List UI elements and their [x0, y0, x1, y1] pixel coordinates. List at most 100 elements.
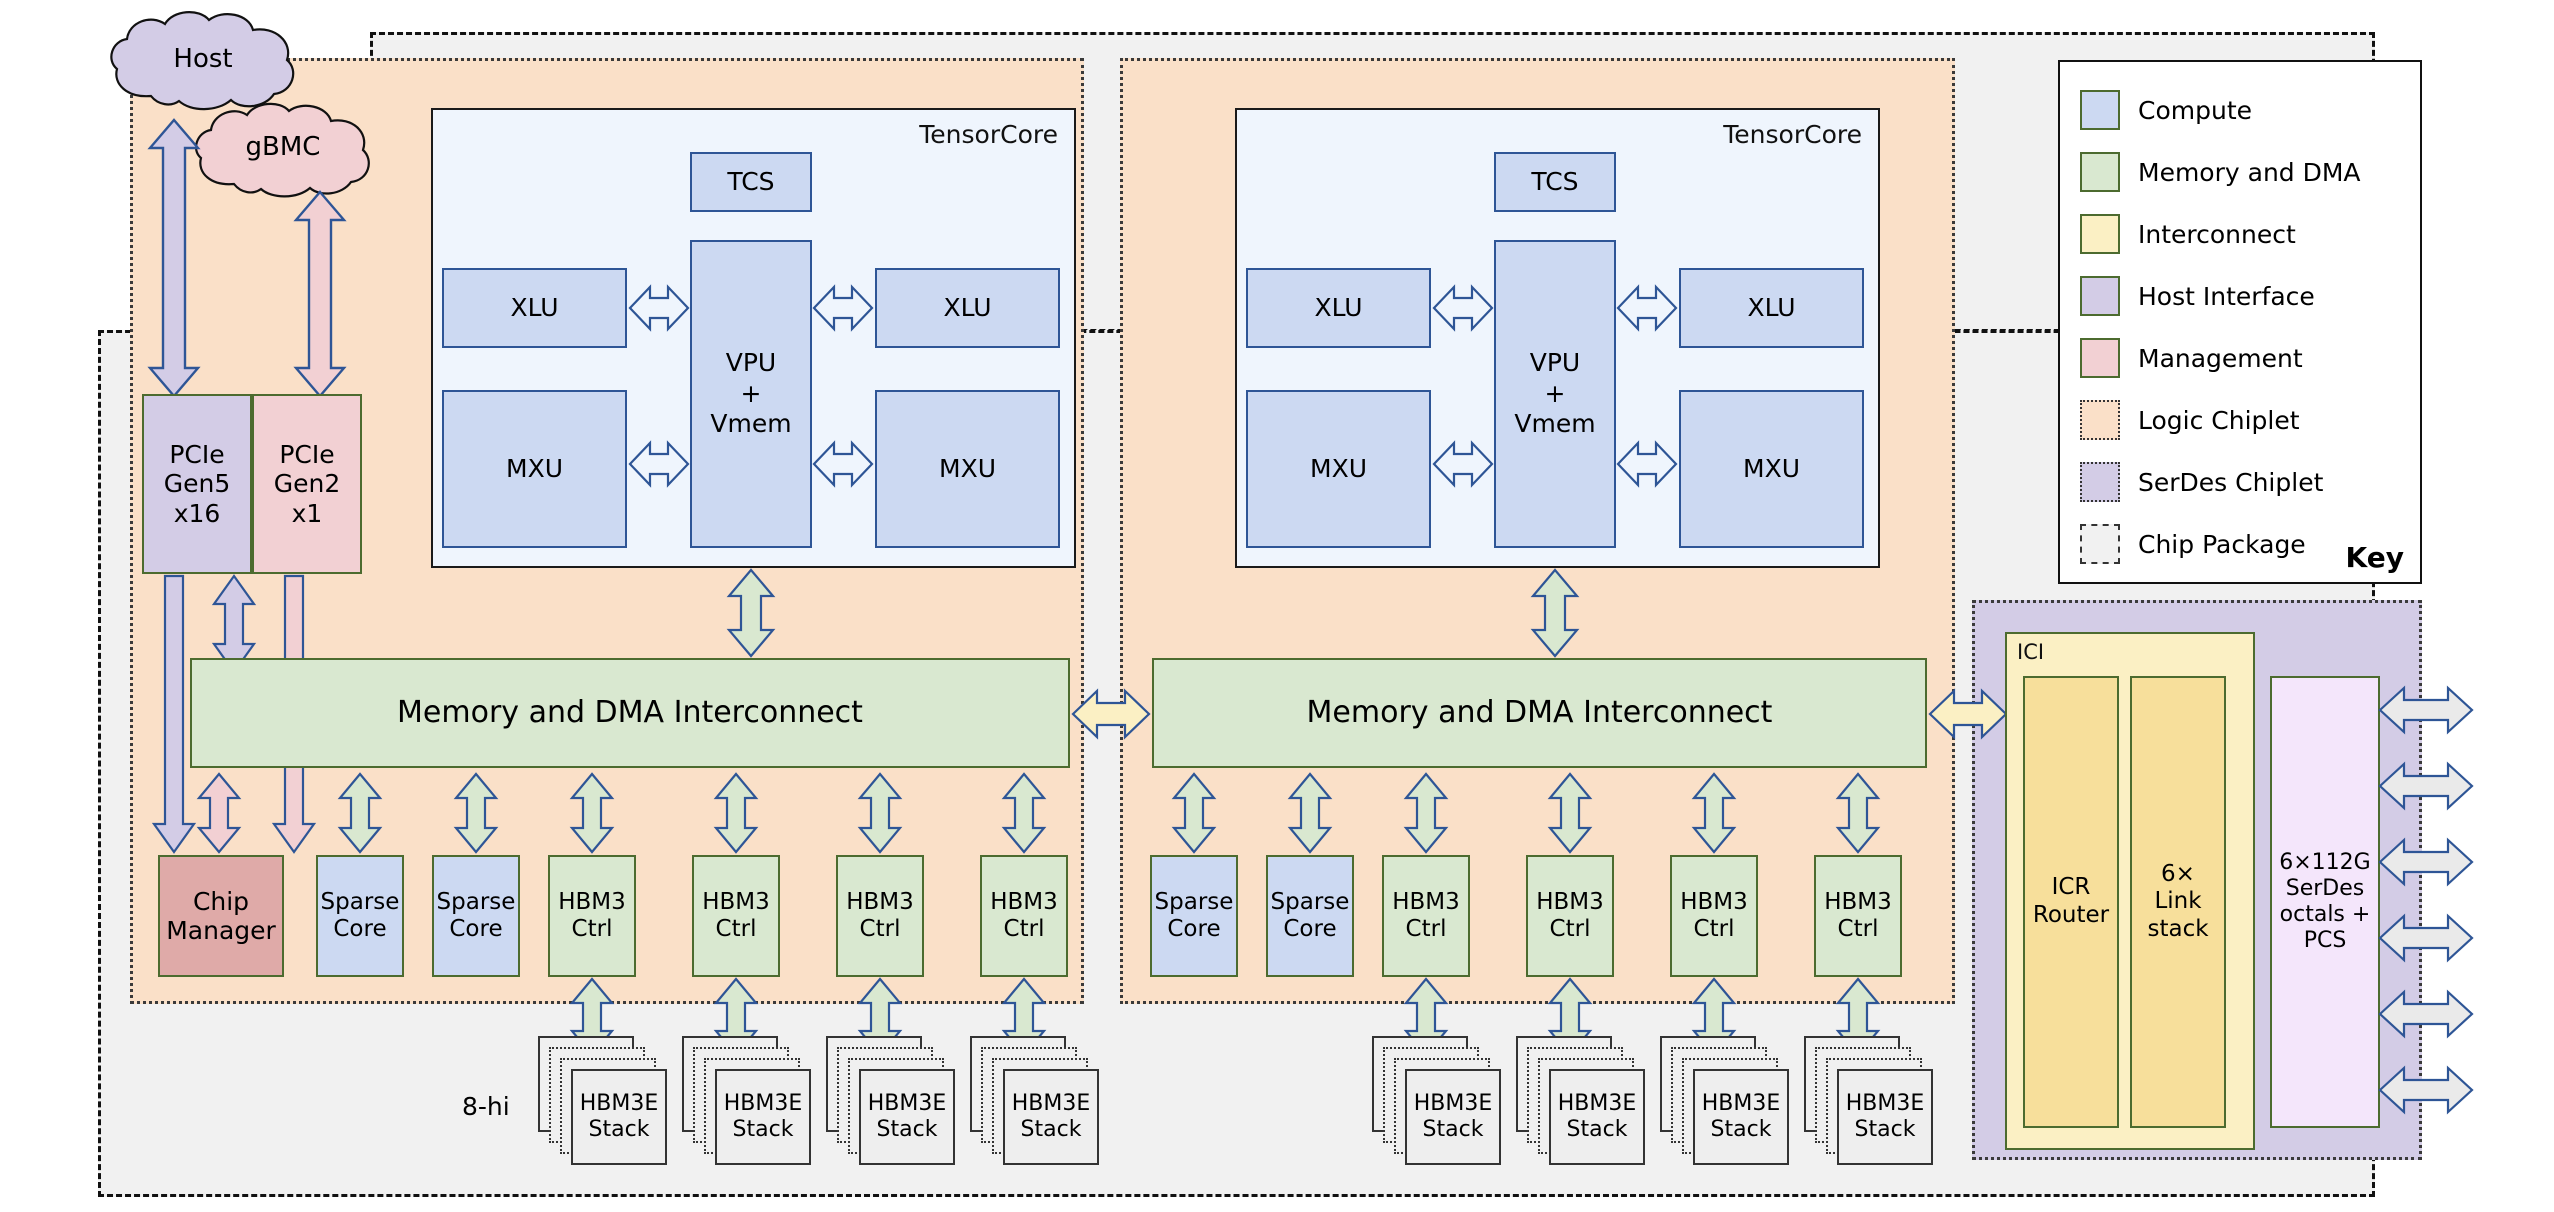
legend-item-host-interface: Host Interface — [2080, 276, 2315, 316]
gbmc-cloud: gBMC — [188, 100, 378, 200]
legend-item-chip-package: Chip Package — [2080, 524, 2306, 564]
right-xlu-left-label: XLU — [1314, 292, 1363, 322]
serdes-octals-pcs-block: 6×112G SerDes octals + PCS — [2270, 676, 2380, 1128]
right-xlu-left-block: XLU — [1246, 268, 1431, 348]
right-hbm3-ctrl-3: HBM3 Ctrl — [1670, 855, 1758, 977]
icr-router-line1: ICR — [2051, 874, 2091, 901]
right-mxu-left-label: MXU — [1310, 453, 1367, 483]
right-hbm3-ctrl-2-line1: HBM3 — [1536, 888, 1604, 915]
left-memory-dma-interconnect: Memory and DMA Interconnect — [190, 658, 1070, 768]
right-sparse-core-1-line2: Core — [1167, 916, 1221, 942]
left-xlu-left-label: XLU — [510, 292, 559, 322]
serdes-line2: SerDes — [2285, 876, 2365, 902]
right-interconnect-label: Memory and DMA Interconnect — [1306, 695, 1773, 731]
right-sparse-core-1-line1: Sparse — [1154, 888, 1234, 915]
right-memory-dma-interconnect: Memory and DMA Interconnect — [1152, 658, 1927, 768]
left-hbm3-ctrl-1-line2: Ctrl — [571, 916, 613, 942]
left-hbm3e-stack-1-line1: HBM3E — [579, 1090, 659, 1116]
left-hbm3e-stack-4-line1: HBM3E — [1011, 1090, 1091, 1116]
pcie-gen5-line3: x16 — [173, 498, 221, 528]
link-stack-line1: 6× — [2161, 860, 2195, 887]
left-tensorcore-to-interconnect-arrow — [726, 568, 776, 658]
pcie-gen2-block: PCIe Gen2 x1 — [252, 394, 362, 574]
gbmc-cloud-label: gBMC — [245, 132, 321, 162]
serdes-external-link-arrow-5 — [2378, 989, 2474, 1039]
right-mxu-right-label: MXU — [1743, 453, 1800, 483]
legend-swatch-chip-package — [2080, 524, 2120, 564]
right-vpu-line2: + — [1544, 378, 1566, 408]
legend-item-compute: Compute — [2080, 90, 2252, 130]
right-tensorcore-to-interconnect-arrow — [1530, 568, 1580, 658]
right-hbm3-ctrl-2-link-arrow — [1547, 772, 1593, 854]
pcie-gen2-line1: PCIe — [279, 439, 335, 469]
left-hbm3e-stack-3-line1: HBM3E — [867, 1090, 947, 1116]
pcie5-to-chipmanager-arrow — [151, 574, 197, 854]
legend-item-interconnect: Interconnect — [2080, 214, 2296, 254]
right-hbm3-ctrl-1-line2: Ctrl — [1405, 916, 1447, 942]
left-sparse-core-1-line2: Core — [333, 916, 387, 942]
right-sparse-core-2-line1: Sparse — [1270, 888, 1350, 915]
right-hbm3-ctrl-3-line2: Ctrl — [1693, 916, 1735, 942]
left-xlu-left-vpu-arrow — [628, 284, 690, 332]
left-mxu-right-vpu-arrow — [812, 440, 874, 488]
right-hbm3e-stack-3: HBM3E Stack — [1660, 1036, 1790, 1166]
left-hbm3e-stack-2: HBM3E Stack — [682, 1036, 812, 1166]
right-vpu-vmem-block: VPU + Vmem — [1494, 240, 1616, 548]
link-stack-line3: stack — [2147, 915, 2209, 942]
legend-item-memory-dma: Memory and DMA — [2080, 152, 2361, 192]
left-mxu-left-vpu-arrow — [628, 440, 690, 488]
right-hbm3-ctrl-1: HBM3 Ctrl — [1382, 855, 1470, 977]
legend-label-management: Management — [2138, 343, 2303, 373]
right-xlu-left-vpu-arrow — [1432, 284, 1494, 332]
left-vpu-line3: Vmem — [710, 409, 792, 439]
left-hbm3-ctrl-4-link-arrow — [1001, 772, 1047, 854]
right-mxu-left-vpu-arrow — [1432, 440, 1494, 488]
right-xlu-right-vpu-arrow — [1616, 284, 1678, 332]
right-vpu-line3: Vmem — [1514, 409, 1596, 439]
right-tcs-block: TCS — [1494, 152, 1616, 212]
chiplet-interconnect-link-arrow — [1071, 688, 1151, 740]
left-mxu-right-block: MXU — [875, 390, 1060, 548]
right-hbm3e-stack-4-line1: HBM3E — [1845, 1090, 1925, 1116]
host-cloud-label: Host — [173, 44, 233, 74]
right-mxu-left-block: MXU — [1246, 390, 1431, 548]
left-tcs-block: TCS — [690, 152, 812, 212]
serdes-line3: octals + — [2279, 902, 2371, 927]
pcie-gen5-line2: Gen5 — [163, 469, 231, 499]
right-hbm3-ctrl-1-link-arrow — [1403, 772, 1449, 854]
left-sparse-core-2-line2: Core — [449, 916, 503, 942]
ici-label: ICI — [2017, 640, 2045, 664]
left-hbm3-ctrl-4-line1: HBM3 — [990, 888, 1058, 915]
left-sparse-core-1-link-arrow — [337, 772, 383, 854]
left-hbm3-ctrl-4-line2: Ctrl — [1003, 916, 1045, 942]
left-chip-manager-block: Chip Manager — [158, 855, 284, 977]
legend-label-host-interface: Host Interface — [2138, 281, 2315, 311]
legend-key: Compute Memory and DMA Interconnect Host… — [2058, 60, 2422, 584]
right-hbm3e-stack-2: HBM3E Stack — [1516, 1036, 1646, 1166]
left-hbm3-ctrl-1-link-arrow — [569, 772, 615, 854]
legend-swatch-logic-chiplet — [2080, 400, 2120, 440]
left-hbm3-ctrl-2-line2: Ctrl — [715, 916, 757, 942]
left-xlu-right-vpu-arrow — [812, 284, 874, 332]
serdes-external-link-arrow-1 — [2378, 685, 2474, 735]
hbm-height-label: 8-hi — [462, 1092, 510, 1121]
interconnect-to-chipmanager-arrow — [196, 772, 242, 854]
host-to-pcie5-arrow — [147, 118, 201, 398]
serdes-external-link-arrow-4 — [2378, 913, 2474, 963]
left-xlu-right-block: XLU — [875, 268, 1060, 348]
host-cloud: Host — [103, 8, 303, 113]
pcie-gen5-line1: PCIe — [169, 439, 225, 469]
icr-router-block: ICR Router — [2023, 676, 2119, 1128]
right-hbm3e-stack-2-line1: HBM3E — [1557, 1090, 1637, 1116]
legend-item-serdes-chiplet: SerDes Chiplet — [2080, 462, 2323, 502]
left-hbm3e-stack-2-line2: Stack — [732, 1117, 794, 1142]
left-tensorcore-label: TensorCore — [919, 120, 1058, 149]
left-xlu-right-label: XLU — [943, 292, 992, 322]
right-hbm3e-stack-3-line1: HBM3E — [1701, 1090, 1781, 1116]
left-hbm3-ctrl-3: HBM3 Ctrl — [836, 855, 924, 977]
link-stack-block: 6× Link stack — [2130, 676, 2226, 1128]
left-hbm3e-stack-1: HBM3E Stack — [538, 1036, 668, 1166]
right-hbm3-ctrl-3-link-arrow — [1691, 772, 1737, 854]
left-sparse-core-1-line1: Sparse — [320, 888, 400, 915]
